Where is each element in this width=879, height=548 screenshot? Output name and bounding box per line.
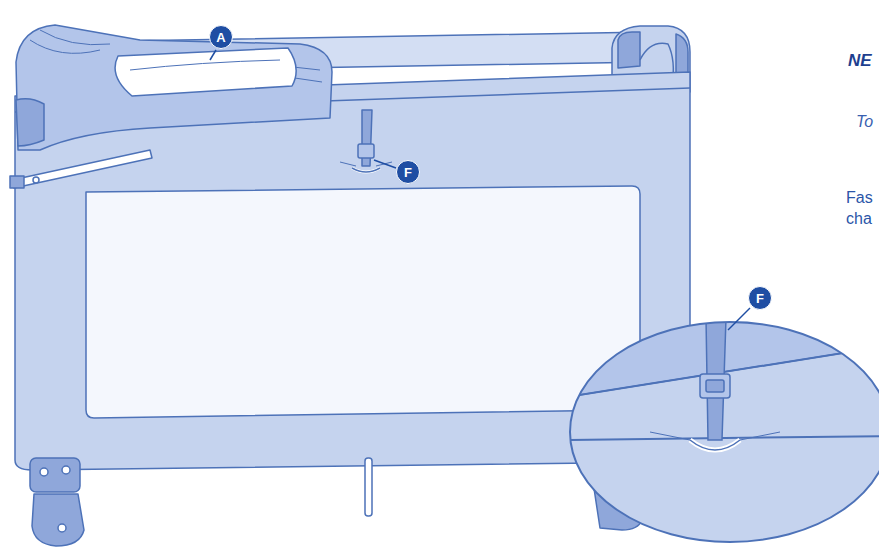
callout-circle: A bbox=[209, 25, 233, 49]
instruction-text-fragment: Fas bbox=[846, 190, 873, 206]
callout-letter: F bbox=[404, 166, 412, 179]
callout-letter: F bbox=[756, 292, 764, 305]
zoom-detail bbox=[560, 300, 879, 542]
instruction-text-fragment: cha bbox=[846, 211, 872, 227]
callout-letter: A bbox=[216, 31, 225, 44]
instruction-text-fragment: NE bbox=[848, 52, 872, 69]
callout-circle: F bbox=[748, 286, 772, 310]
callout-circle: F bbox=[396, 160, 420, 184]
instruction-text-fragment: To bbox=[856, 114, 873, 130]
